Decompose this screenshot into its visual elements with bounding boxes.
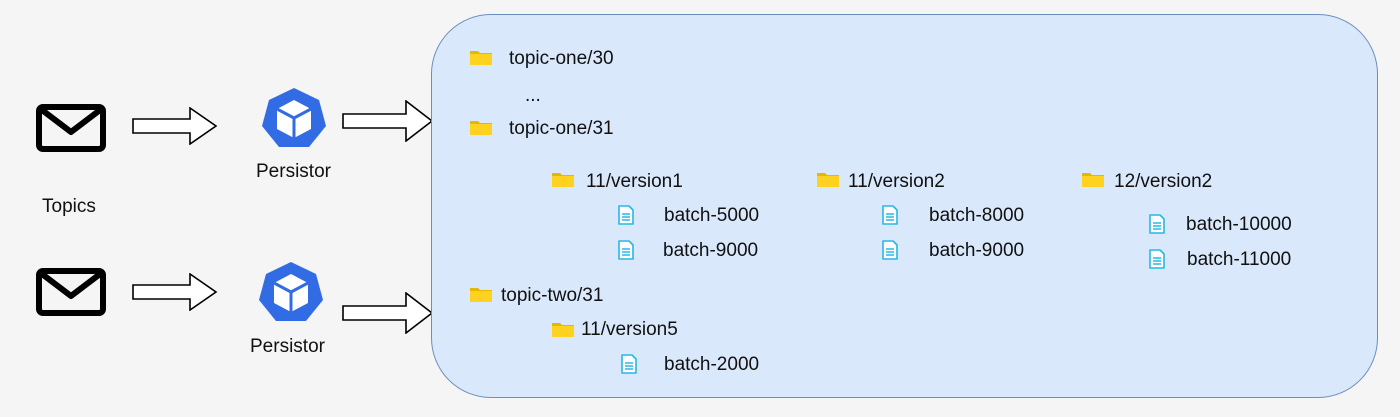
topics-label: Topics [42,196,96,217]
document-icon [881,240,899,260]
folder-topic-one-31: topic-one/31 [509,118,614,139]
folder-12-version2: 12/version2 [1114,171,1213,192]
message-envelope-icon-bottom [36,268,106,316]
folder-icon [1081,170,1105,188]
document-icon [1148,249,1166,269]
file-batch-2000: batch-2000 [664,354,760,375]
folder-11-version1: 11/version1 [586,171,683,192]
ellipsis: ... [525,85,541,106]
arrow-right-icon-bottom-1 [132,273,218,311]
folder-icon [469,285,493,303]
arrow-right-icon-bottom-2 [342,292,434,334]
document-icon [881,205,899,225]
arrow-right-icon-top-1 [132,107,218,145]
document-icon [617,205,635,225]
file-batch-10000: batch-10000 [1186,214,1292,235]
file-batch-9000-b: batch-9000 [929,240,1025,261]
document-icon [617,240,635,260]
folder-11-version5: 11/version5 [581,319,678,340]
kubernetes-persistor-icon-top [259,86,329,150]
folder-icon [551,170,575,188]
persistor-label-bottom: Persistor [250,336,325,357]
file-batch-5000: batch-5000 [664,205,760,226]
file-batch-9000: batch-9000 [663,240,759,261]
file-batch-8000: batch-8000 [929,205,1025,226]
file-batch-11000: batch-11000 [1187,249,1292,270]
arrow-right-icon-top-2 [342,100,434,142]
folder-topic-two-31: topic-two/31 [501,285,604,306]
folder-icon [469,118,493,136]
kubernetes-persistor-icon-bottom [256,260,326,324]
document-icon [620,354,638,374]
folder-11-version2: 11/version2 [848,171,945,192]
folder-icon [469,48,493,66]
persistor-label-top: Persistor [256,161,331,182]
storage-container [431,14,1378,398]
folder-icon [551,320,575,338]
message-envelope-icon-top [36,104,106,152]
document-icon [1148,214,1166,234]
folder-topic-one-30: topic-one/30 [509,48,614,69]
folder-icon [816,170,840,188]
